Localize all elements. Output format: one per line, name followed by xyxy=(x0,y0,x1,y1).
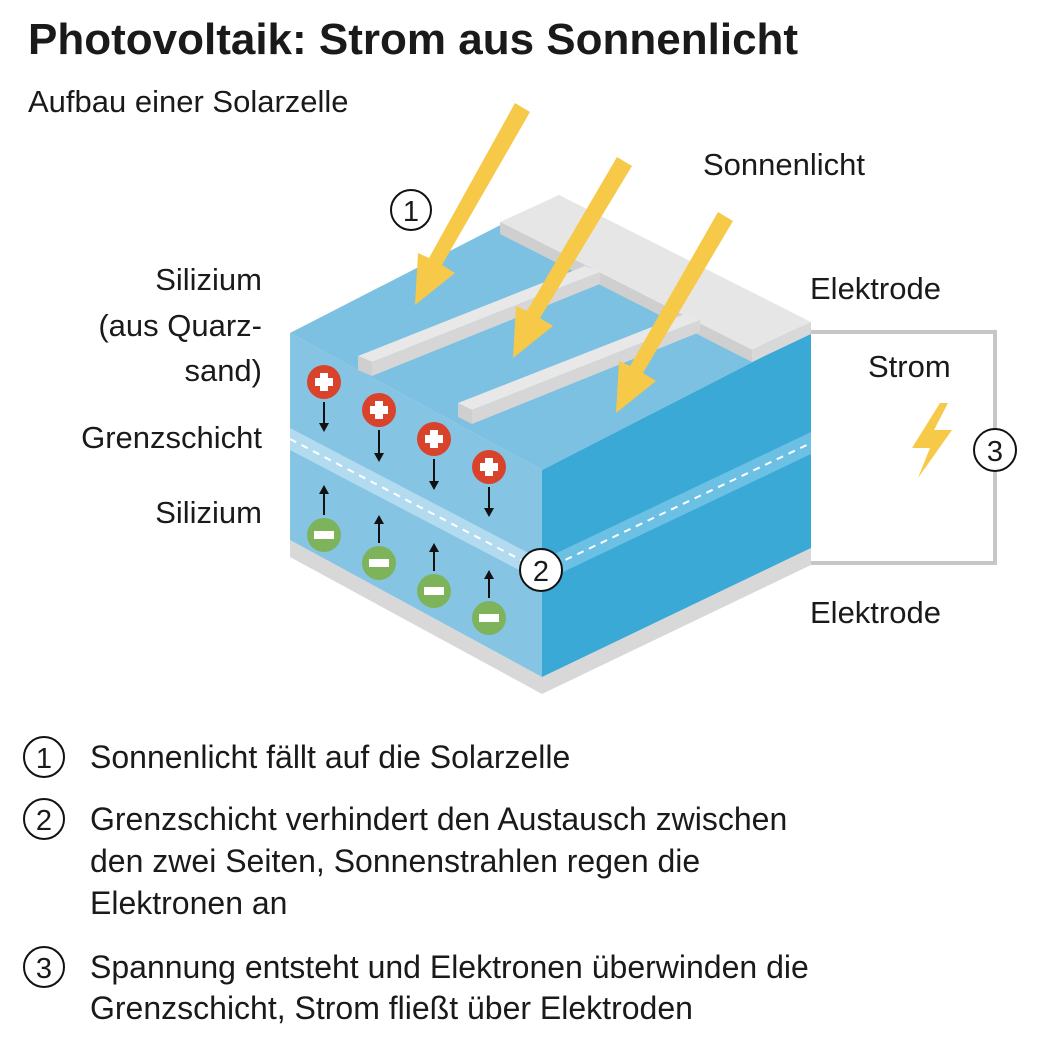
legend-item-3: 3 Spannung entsteht und Elektronen überw… xyxy=(23,946,809,1026)
label-silicon-top: Silizium xyxy=(155,262,262,297)
minus-charge-icon xyxy=(472,570,506,635)
svg-text:2: 2 xyxy=(533,556,549,588)
svg-text:3: 3 xyxy=(987,436,1003,468)
sun-arrow-icon xyxy=(513,157,632,358)
boundary-layer-left xyxy=(290,428,542,582)
svg-text:Grenzschicht verhindert den Au: Grenzschicht verhindert den Austausch zw… xyxy=(90,801,787,837)
svg-text:Grenzschicht, Strom fließt übe: Grenzschicht, Strom fließt über Elektrod… xyxy=(90,990,693,1026)
svg-text:2: 2 xyxy=(36,805,52,837)
plus-charge-icon xyxy=(472,450,506,517)
sunlight-arrows xyxy=(415,103,733,413)
svg-text:1: 1 xyxy=(403,196,419,228)
label-sunlight: Sonnenlicht xyxy=(703,147,865,182)
label-current: Strom xyxy=(868,349,951,384)
svg-text:den zwei Seiten, Sonnenstrahle: den zwei Seiten, Sonnenstrahlen regen di… xyxy=(90,843,700,879)
plus-charge-icon xyxy=(362,393,396,462)
sun-arrow-icon xyxy=(415,103,530,305)
svg-text:Sonnenlicht fällt auf die Sola: Sonnenlicht fällt auf die Solarzelle xyxy=(90,739,570,775)
minus-charge-icon xyxy=(417,543,451,608)
label-boundary: Grenzschicht xyxy=(81,420,262,455)
svg-text:Spannung entsteht und Elektron: Spannung entsteht und Elektronen überwin… xyxy=(90,949,809,985)
plus-charge-icon xyxy=(417,422,451,490)
page-title: Photovoltaik: Strom aus Sonnenlicht xyxy=(28,15,798,64)
label-electrode-bottom: Elektrode xyxy=(810,595,941,630)
subtitle: Aufbau einer Solarzelle xyxy=(28,84,349,119)
marker-1: 1 xyxy=(390,189,432,231)
label-silicon-bottom: Silizium xyxy=(155,495,262,530)
plus-charge-icon xyxy=(307,365,341,432)
legend-item-1: 1 Sonnenlicht fällt auf die Solarzelle xyxy=(23,736,570,778)
label-silicon-top-3: sand) xyxy=(184,353,262,388)
svg-text:1: 1 xyxy=(36,743,52,775)
electrode-finger xyxy=(458,314,700,410)
label-electrode-top: Elektrode xyxy=(810,271,941,306)
positive-charges xyxy=(307,365,506,517)
solar-cell-block xyxy=(289,195,812,694)
sun-arrow-icon xyxy=(616,212,733,413)
legend-item-2: 2 Grenzschicht verhindert den Austausch … xyxy=(23,798,787,921)
minus-charge-icon xyxy=(307,485,341,552)
minus-charge-icon xyxy=(362,515,396,580)
lightning-icon xyxy=(912,403,952,478)
svg-text:Elektronen an: Elektronen an xyxy=(90,885,287,921)
marker-2: 2 xyxy=(519,548,563,592)
negative-charges xyxy=(307,485,506,635)
marker-3: 3 xyxy=(973,428,1017,472)
svg-text:3: 3 xyxy=(36,953,52,985)
label-silicon-top-2: (aus Quarz- xyxy=(98,308,262,343)
